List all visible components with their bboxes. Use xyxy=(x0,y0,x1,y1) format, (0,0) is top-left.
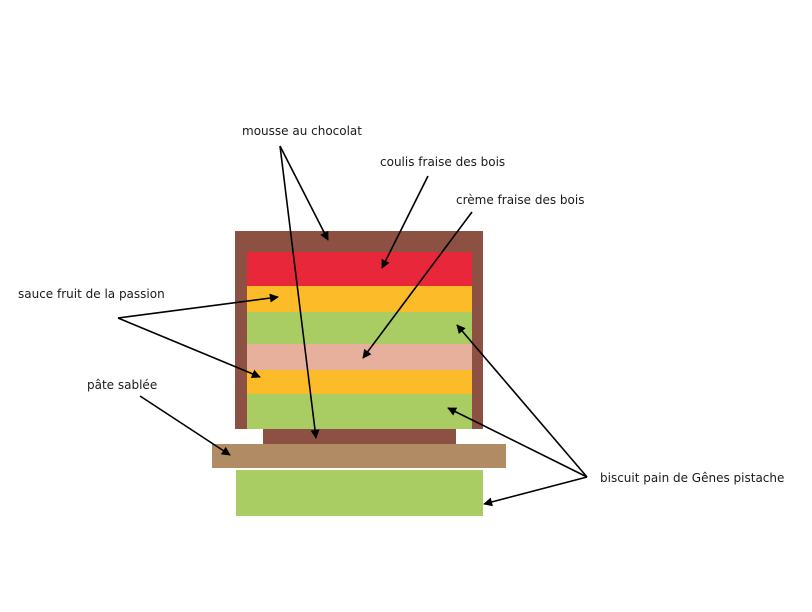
layer-biscuit-pistache-top xyxy=(247,312,472,344)
layer-creme-fraise xyxy=(247,344,472,370)
label-coulis-fraise-des-bois: coulis fraise des bois xyxy=(380,155,506,169)
chocolate-mousse-base xyxy=(263,429,456,444)
layer-coulis-fraise xyxy=(247,252,472,286)
arrow-mousse-base xyxy=(279,145,320,439)
arrow-coulis xyxy=(381,175,429,269)
arrow-sauce-top xyxy=(117,293,279,319)
label-mousse-au-chocolat: mousse au chocolat xyxy=(242,124,362,138)
arrow-mousse-top xyxy=(279,145,329,241)
layer-biscuit-pistache-middle xyxy=(247,394,472,429)
arrow-sauce-bottom xyxy=(117,317,261,379)
arrow-biscuit-middle xyxy=(447,407,588,478)
layer-sauce-passion-bottom xyxy=(247,370,472,394)
label-biscuit-pain-de-genes-pistache: biscuit pain de Gênes pistache xyxy=(600,471,785,485)
layer-sauce-passion-top xyxy=(247,286,472,312)
arrow-biscuit-bottom xyxy=(483,476,588,507)
label-sauce-fruit-de-la-passion: sauce fruit de la passion xyxy=(18,287,165,301)
layer-biscuit-pistache-bottom xyxy=(236,470,483,516)
layer-pate-sablee xyxy=(212,444,506,468)
arrow-pate xyxy=(139,395,231,456)
label-pate-sablee: pâte sablée xyxy=(87,378,158,392)
arrow-creme xyxy=(362,211,473,359)
label-creme-fraise-des-bois: crème fraise des bois xyxy=(456,193,585,207)
arrow-biscuit-top xyxy=(456,324,588,478)
